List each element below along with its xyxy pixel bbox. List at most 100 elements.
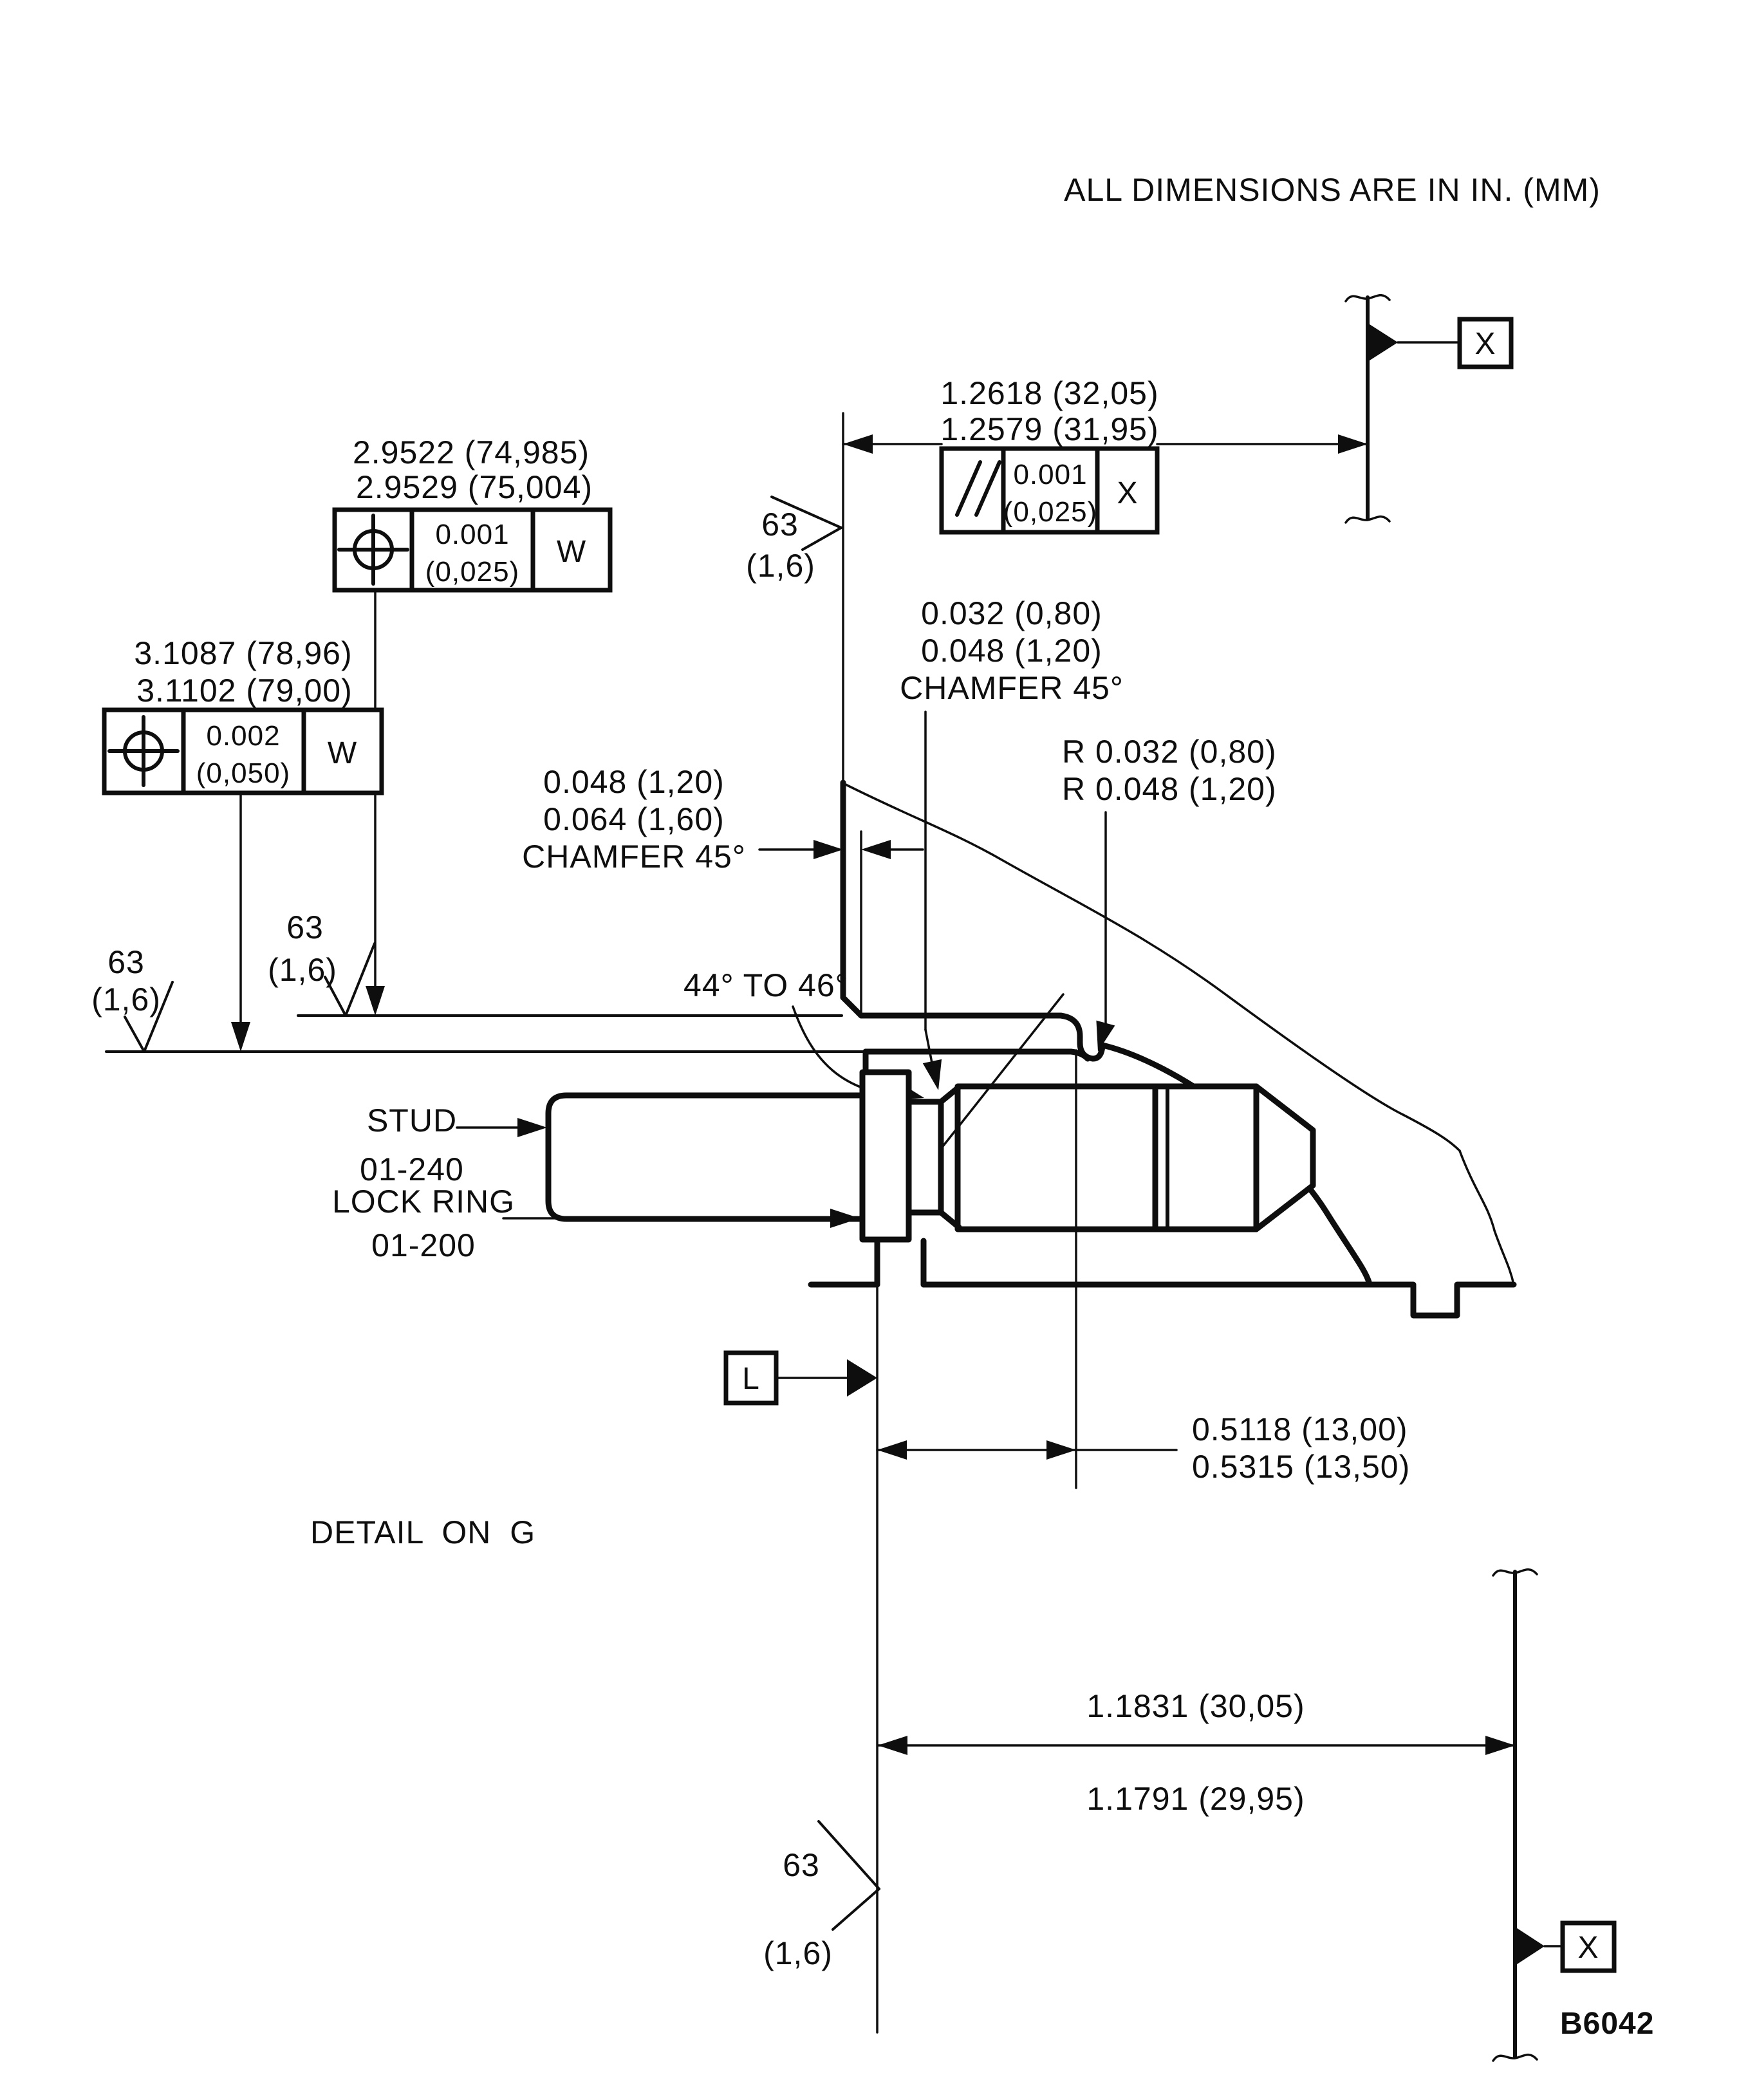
datum-x-bottom: X	[1492, 1568, 1617, 2062]
finish-value: 63	[286, 909, 324, 945]
housing-lip-fillet	[1068, 1048, 1091, 1062]
arrowhead-icon	[366, 986, 385, 1016]
stud-chamfer-row2: 0.048 (1,20)	[921, 633, 1102, 669]
fcf-tolerance-mm: (0,050)	[196, 757, 290, 789]
fcf-position-lip-frame: 0.001 (0,025) W	[332, 507, 613, 593]
fcf-tolerance: 0.001	[1013, 459, 1087, 490]
arrowhead-icon	[1046, 1440, 1076, 1460]
stud-chamfer-row3: CHAMFER 45°	[900, 670, 1124, 706]
fcf-datum-ref: W	[328, 736, 357, 770]
flange-dia-row2: 3.1102 (79,00)	[136, 673, 353, 709]
surface-finish-mid: 63 (1,6)	[268, 909, 376, 1017]
finish-value: 63	[107, 944, 145, 980]
arrowhead-icon	[1485, 1736, 1515, 1755]
ring-depth-row1: 0.5118 (13,00)	[1192, 1411, 1408, 1447]
stud-cone-point	[1253, 1083, 1316, 1232]
undercut-radius-note: R 0.032 (0,80) R 0.048 (1,20)	[1062, 734, 1277, 1054]
lip-diameter-dimension: 2.9522 (74,985) 2.9529 (75,004) 0.001 (0…	[332, 434, 613, 1016]
stud-chamfer-note: 0.032 (0,80) 0.048 (1,20) CHAMFER 45°	[900, 595, 1124, 1196]
lock-ring-number: 01-200	[371, 1227, 476, 1263]
stud-assembly	[545, 1069, 1316, 1243]
housing-casting	[808, 779, 1517, 1319]
fcf-frame-box	[939, 446, 1160, 535]
lock-ring-name: LOCK RING	[332, 1184, 515, 1220]
finish-value-mm: (1,6)	[746, 548, 815, 584]
flange-dia-row1: 3.1087 (78,96)	[134, 635, 352, 671]
datum-x-top-label: X	[1474, 327, 1496, 361]
fcf-datum-ref: X	[1117, 476, 1138, 510]
lower-width-row2: 1.1791 (29,95)	[1086, 1781, 1305, 1817]
lock-ring-section	[859, 1069, 912, 1243]
ring-depth-dimension: 0.5118 (13,00) 0.5315 (13,50)	[876, 1049, 1410, 1489]
stud-number: 01-240	[360, 1151, 464, 1187]
surface-finish-icon	[124, 981, 174, 1053]
fcf-position-flange-frame: 0.002 (0,050) W	[102, 707, 384, 795]
parallelism-icon	[955, 460, 1001, 517]
fcf-tolerance-mm: (0,025)	[1003, 496, 1097, 528]
upper-width-row2: 1.2579 (31,95)	[940, 411, 1158, 447]
units-note: ALL DIMENSIONS ARE IN IN. (MM)	[1064, 172, 1601, 208]
ring-depth-row2: 0.5315 (13,50)	[1192, 1449, 1410, 1485]
stud-thread-left	[545, 1092, 866, 1222]
arrowhead-icon	[830, 1209, 860, 1228]
datum-l-label: L	[742, 1362, 760, 1396]
face-chamfer-note: 0.048 (1,20) 0.064 (1,60) CHAMFER 45°	[522, 764, 924, 875]
surface-finish-left: 63 (1,6)	[91, 944, 174, 1053]
seat-angle-label: 44° TO 46°	[683, 967, 849, 1003]
arrowhead-icon	[813, 840, 843, 859]
surface-finish-icon	[817, 1820, 880, 1931]
upper-width-row1: 1.2618 (32,05)	[940, 375, 1158, 411]
finish-value-mm: (1,6)	[763, 1935, 833, 1971]
lip-dia-row2: 2.9529 (75,004)	[356, 469, 593, 505]
arrowhead-icon	[517, 1118, 547, 1137]
radius-row1: R 0.032 (0,80)	[1062, 734, 1277, 770]
radius-row2: R 0.048 (1,20)	[1062, 771, 1277, 807]
fcf-tolerance: 0.001	[435, 519, 509, 550]
stud-name: STUD	[367, 1102, 457, 1138]
figure-number: B6042	[1560, 2007, 1654, 2041]
break-line-top	[843, 783, 1461, 1152]
datum-x-top: X	[1344, 293, 1514, 524]
datum-triangle-icon	[847, 1359, 877, 1397]
housing-bottom-edge-right	[920, 1281, 1517, 1319]
lower-width-dimension: 1.1831 (30,05) 1.1791 (29,95)	[877, 1688, 1516, 1817]
finish-value-mm: (1,6)	[91, 981, 161, 1017]
fcf-frame-box	[102, 707, 384, 795]
break-line-right	[1458, 1149, 1515, 1286]
lip-dia-row1: 2.9522 (74,985)	[353, 434, 590, 470]
face-chamfer-row1: 0.048 (1,20)	[543, 764, 725, 800]
flange-diameter-dimension: 3.1087 (78,96) 3.1102 (79,00) 0.002 (0,0…	[102, 635, 384, 1052]
face-chamfer-row2: 0.064 (1,60)	[543, 801, 725, 837]
position-tolerance-icon	[107, 715, 180, 787]
fcf-tolerance-mm: (0,025)	[425, 556, 519, 588]
face-chamfer-row3: CHAMFER 45°	[522, 839, 746, 875]
datum-x-bottom-label: X	[1577, 1931, 1599, 1965]
upper-width-dimension: 1.2618 (32,05) 1.2579 (31,95) 0.001 (0,0…	[842, 375, 1369, 535]
fcf-datum-ref: W	[557, 535, 586, 569]
surface-finish-top: 63 (1,6)	[746, 496, 842, 584]
arrowhead-icon	[1338, 434, 1368, 454]
housing-face-chamfer	[840, 994, 864, 1019]
arrowhead-icon	[231, 1022, 250, 1052]
finish-value-mm: (1,6)	[268, 952, 337, 988]
arrowhead-icon	[861, 840, 891, 859]
stud-chamfer-row1: 0.032 (0,80)	[921, 595, 1102, 631]
datum-triangle-icon	[1368, 323, 1398, 362]
datum-l: L	[723, 1285, 879, 2034]
arrowhead-icon	[922, 1059, 948, 1093]
fcf-tolerance: 0.002	[206, 720, 280, 752]
stud-neck-chamfer-top	[938, 1084, 962, 1105]
stud-label: STUD 01-240	[360, 1102, 547, 1187]
datum-x-bottom-box	[1560, 1920, 1617, 1973]
stud-neck-chamfer-bottom	[938, 1209, 962, 1231]
stud-neck	[906, 1099, 944, 1216]
detail-label: DETAIL ON G	[310, 1514, 535, 1550]
finish-value: 63	[783, 1847, 820, 1883]
finish-value: 63	[761, 506, 799, 543]
stud-pilot	[1152, 1083, 1260, 1232]
datum-triangle-icon	[1515, 1927, 1545, 1965]
stud-thread-right	[954, 1083, 1158, 1232]
surface-finish-icon	[324, 942, 376, 1017]
